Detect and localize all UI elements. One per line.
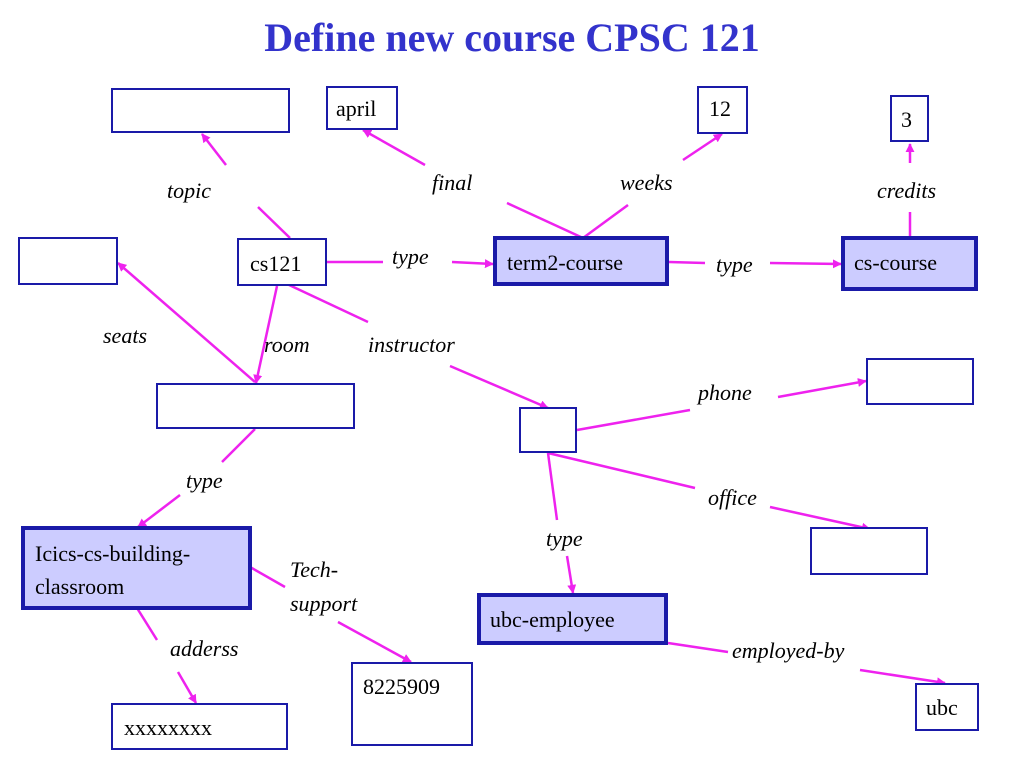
edge-employed-by-right [859, 668, 946, 687]
edge-label-tech-support-line2: support [290, 591, 358, 616]
edge-label-tech-support-line1: Tech- [290, 557, 339, 582]
address-value-box: xxxxxxxx [111, 703, 288, 750]
office-value-box [810, 527, 928, 575]
tech-support-value-text: 8225909 [363, 674, 440, 699]
edge-weeks-lower [582, 203, 629, 240]
edge-seats [117, 262, 256, 383]
edge-phone-right [777, 378, 867, 399]
edge-office-left [547, 451, 696, 490]
edge-type-term2-right [769, 259, 842, 269]
edge-label-credits: credits [877, 178, 937, 203]
classroom-line2-text: classroom [35, 574, 125, 599]
edge-type-term2-left [668, 260, 706, 265]
ubc-text: ubc [926, 695, 958, 720]
credits-value-box: 3 [890, 95, 929, 142]
edge-instructor-lower [449, 364, 549, 410]
phone-value-box [866, 358, 974, 405]
edge-weeks-upper [682, 132, 723, 162]
tech-support-value-box: 8225909 [351, 662, 473, 746]
edge-tech-support-upper [249, 565, 286, 589]
edge-label-weeks: weeks [620, 170, 673, 195]
edge-label-type-cs121: type [392, 244, 429, 269]
page-title: Define new course CPSC 121 [264, 15, 760, 60]
edge-type-instructor-upper [546, 452, 559, 521]
edge-adderss-upper [135, 607, 159, 641]
ubc-employee-text: ubc-employee [490, 607, 615, 632]
edge-label-type-term2: type [716, 252, 753, 277]
edge-type-room-lower [137, 494, 181, 528]
ubc-box: ubc [915, 683, 979, 731]
edge-label-phone: phone [698, 380, 752, 405]
classroom-box: Icics-cs-building- classroom [21, 526, 252, 610]
weeks-value-box: 12 [697, 86, 748, 134]
term2-course-text: term2-course [507, 250, 624, 275]
room-value-box [156, 383, 355, 429]
seats-value-box [18, 237, 118, 285]
term2-course-box: term2-course [493, 236, 669, 286]
edge-label-adderss: adderss [170, 636, 239, 661]
credits-value-text: 3 [901, 107, 912, 132]
edge-employed-by-left [667, 641, 729, 654]
cs-course-box: cs-course [841, 236, 978, 291]
edge-tech-support-lower [337, 620, 412, 664]
weeks-value-text: 12 [709, 96, 731, 121]
cs121-box: cs121 [237, 238, 327, 286]
address-value-text: xxxxxxxx [124, 715, 212, 740]
ubc-employee-box: ubc-employee [477, 593, 668, 645]
instructor-value-box [519, 407, 577, 453]
edge-label-office: office [708, 485, 757, 510]
classroom-line1-text: Icics-cs-building- [35, 541, 191, 566]
cs-course-text: cs-course [854, 250, 938, 275]
edge-type-cs121-right [451, 259, 494, 269]
edge-adderss-lower [176, 671, 198, 704]
edge-final-upper [362, 128, 426, 167]
edge-label-employed-by: employed-by [732, 638, 845, 663]
edge-label-type-room: type [186, 468, 223, 493]
edge-phone-left [576, 408, 691, 432]
edge-office-right [769, 505, 871, 532]
edge-label-seats: seats [103, 323, 147, 348]
edge-label-room: room [264, 332, 310, 357]
april-text: april [336, 96, 377, 121]
edge-type-room-upper [221, 428, 256, 463]
topic-value-box [111, 88, 290, 133]
edge-instructor-upper [286, 282, 369, 324]
edge-type-instructor-lower [565, 555, 577, 594]
edge-topic-upper [201, 133, 227, 166]
cs121-text: cs121 [250, 251, 302, 276]
edge-room [253, 285, 279, 384]
edge-label-type-instructor: type [546, 526, 583, 551]
april-box: april [326, 86, 398, 130]
edge-final-lower [506, 201, 584, 240]
edge-topic-lower [257, 206, 291, 239]
edge-label-instructor: instructor [368, 332, 455, 357]
edge-label-final: final [432, 170, 473, 195]
edge-label-topic: topic [167, 178, 211, 203]
